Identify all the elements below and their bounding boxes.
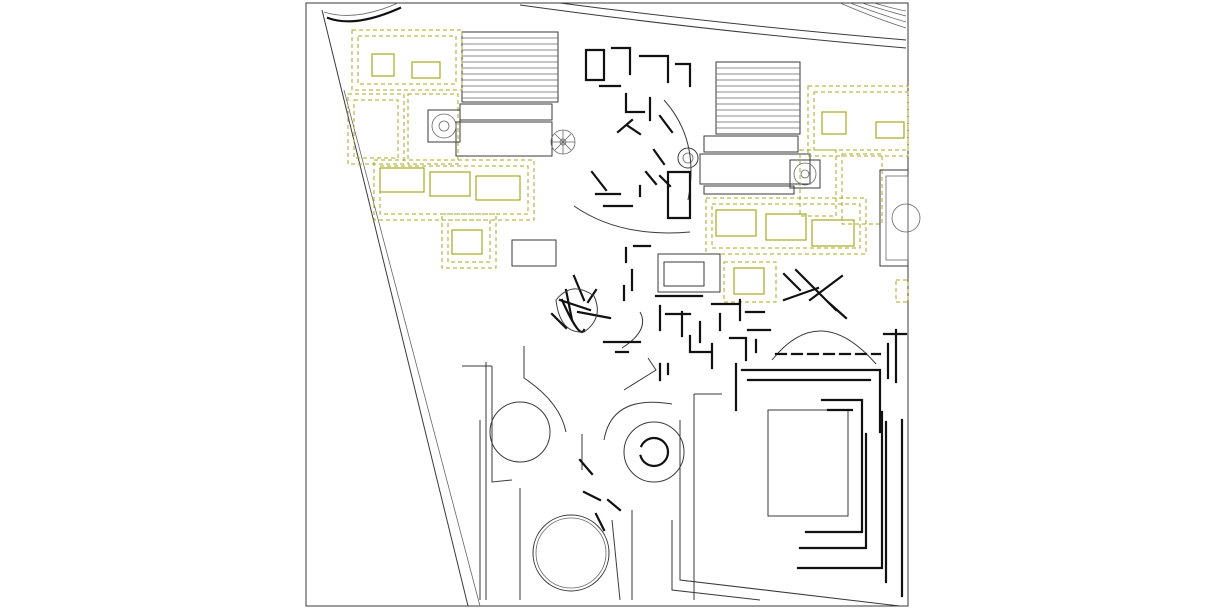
fountain-courtyard bbox=[677, 147, 699, 169]
plaza-rectangle bbox=[511, 239, 557, 267]
landscape-beds-left bbox=[347, 29, 535, 269]
central-building-walls bbox=[573, 46, 692, 234]
site-boundary-inner-line bbox=[343, 89, 481, 607]
right-courtyard-complex bbox=[734, 268, 908, 434]
stair-block-left bbox=[455, 31, 559, 157]
lower-courtyard bbox=[671, 393, 904, 607]
top-road-curves bbox=[519, 2, 907, 49]
roundabout-left bbox=[462, 346, 567, 600]
middle-building-block bbox=[602, 244, 772, 391]
site-boundary-line bbox=[321, 9, 469, 607]
curved-seating-top-left bbox=[326, 6, 402, 23]
fountain-right bbox=[789, 159, 821, 189]
curved-seating-outline bbox=[323, 2, 399, 16]
drawing-frame bbox=[305, 2, 909, 607]
stair-block-right bbox=[699, 61, 811, 195]
fountain-center bbox=[550, 129, 576, 155]
round-plaza-bottom bbox=[532, 514, 610, 592]
fountain-left bbox=[427, 109, 461, 143]
sculpture-cluster bbox=[550, 274, 612, 333]
right-edge-features bbox=[879, 169, 921, 267]
roundabout-center bbox=[578, 401, 685, 601]
landscape-beds-right bbox=[705, 85, 909, 303]
